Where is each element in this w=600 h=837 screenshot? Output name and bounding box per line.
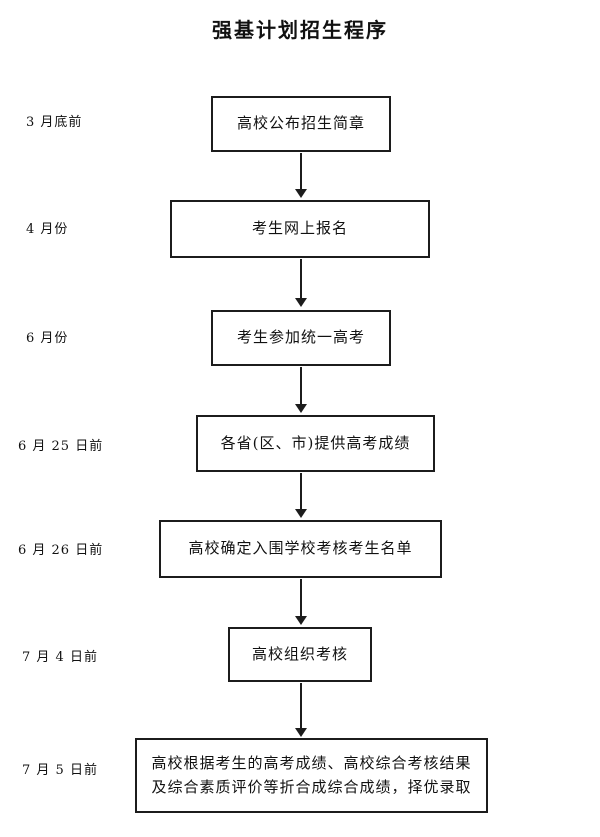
date-label-step-6: 7 月 4 日前 xyxy=(22,650,98,665)
date-label-step-7: 7 月 5 日前 xyxy=(22,763,98,778)
date-label-step-4: 6 月 25 日前 xyxy=(18,439,104,454)
flow-node-step-3[interactable]: 考生参加统一高考 xyxy=(211,310,391,366)
down-arrow-icon-6 xyxy=(293,683,309,737)
flow-node-label: 高校确定入围学校考核考生名单 xyxy=(188,539,413,558)
flow-node-label: 各省(区、市)提供高考成绩 xyxy=(220,433,411,452)
date-label-step-1: 3 月底前 xyxy=(26,115,83,130)
down-arrow-icon-3 xyxy=(293,367,309,413)
flow-node-step-4[interactable]: 各省(区、市)提供高考成绩 xyxy=(196,415,435,472)
down-arrow-icon-4 xyxy=(293,473,309,518)
flow-node-step-5[interactable]: 高校确定入围学校考核考生名单 xyxy=(159,520,442,578)
flow-node-step-6[interactable]: 高校组织考核 xyxy=(228,627,372,682)
date-label-step-5: 6 月 26 日前 xyxy=(18,543,104,558)
flow-node-label: 高校公布招生简章 xyxy=(236,114,365,133)
page-title: 强基计划招生程序 xyxy=(212,18,388,42)
down-arrow-icon-5 xyxy=(293,579,309,625)
date-label-step-2: 4 月份 xyxy=(26,222,69,237)
flow-node-label: 高校组织考核 xyxy=(251,644,348,663)
down-arrow-icon-1 xyxy=(293,153,309,198)
flow-node-label: 高校根据考生的高考成绩、高校综合考核结果及综合素质评价等折合成综合成绩，择优录取 xyxy=(151,754,472,796)
flow-node-label: 考生网上报名 xyxy=(251,219,348,238)
flow-node-step-1[interactable]: 高校公布招生简章 xyxy=(211,96,391,152)
flow-node-step-2[interactable]: 考生网上报名 xyxy=(170,200,430,258)
date-label-step-3: 6 月份 xyxy=(26,331,69,346)
flow-node-step-7[interactable]: 高校根据考生的高考成绩、高校综合考核结果及综合素质评价等折合成综合成绩，择优录取 xyxy=(135,738,488,813)
flow-node-label: 考生参加统一高考 xyxy=(236,328,365,347)
down-arrow-icon-2 xyxy=(293,259,309,307)
